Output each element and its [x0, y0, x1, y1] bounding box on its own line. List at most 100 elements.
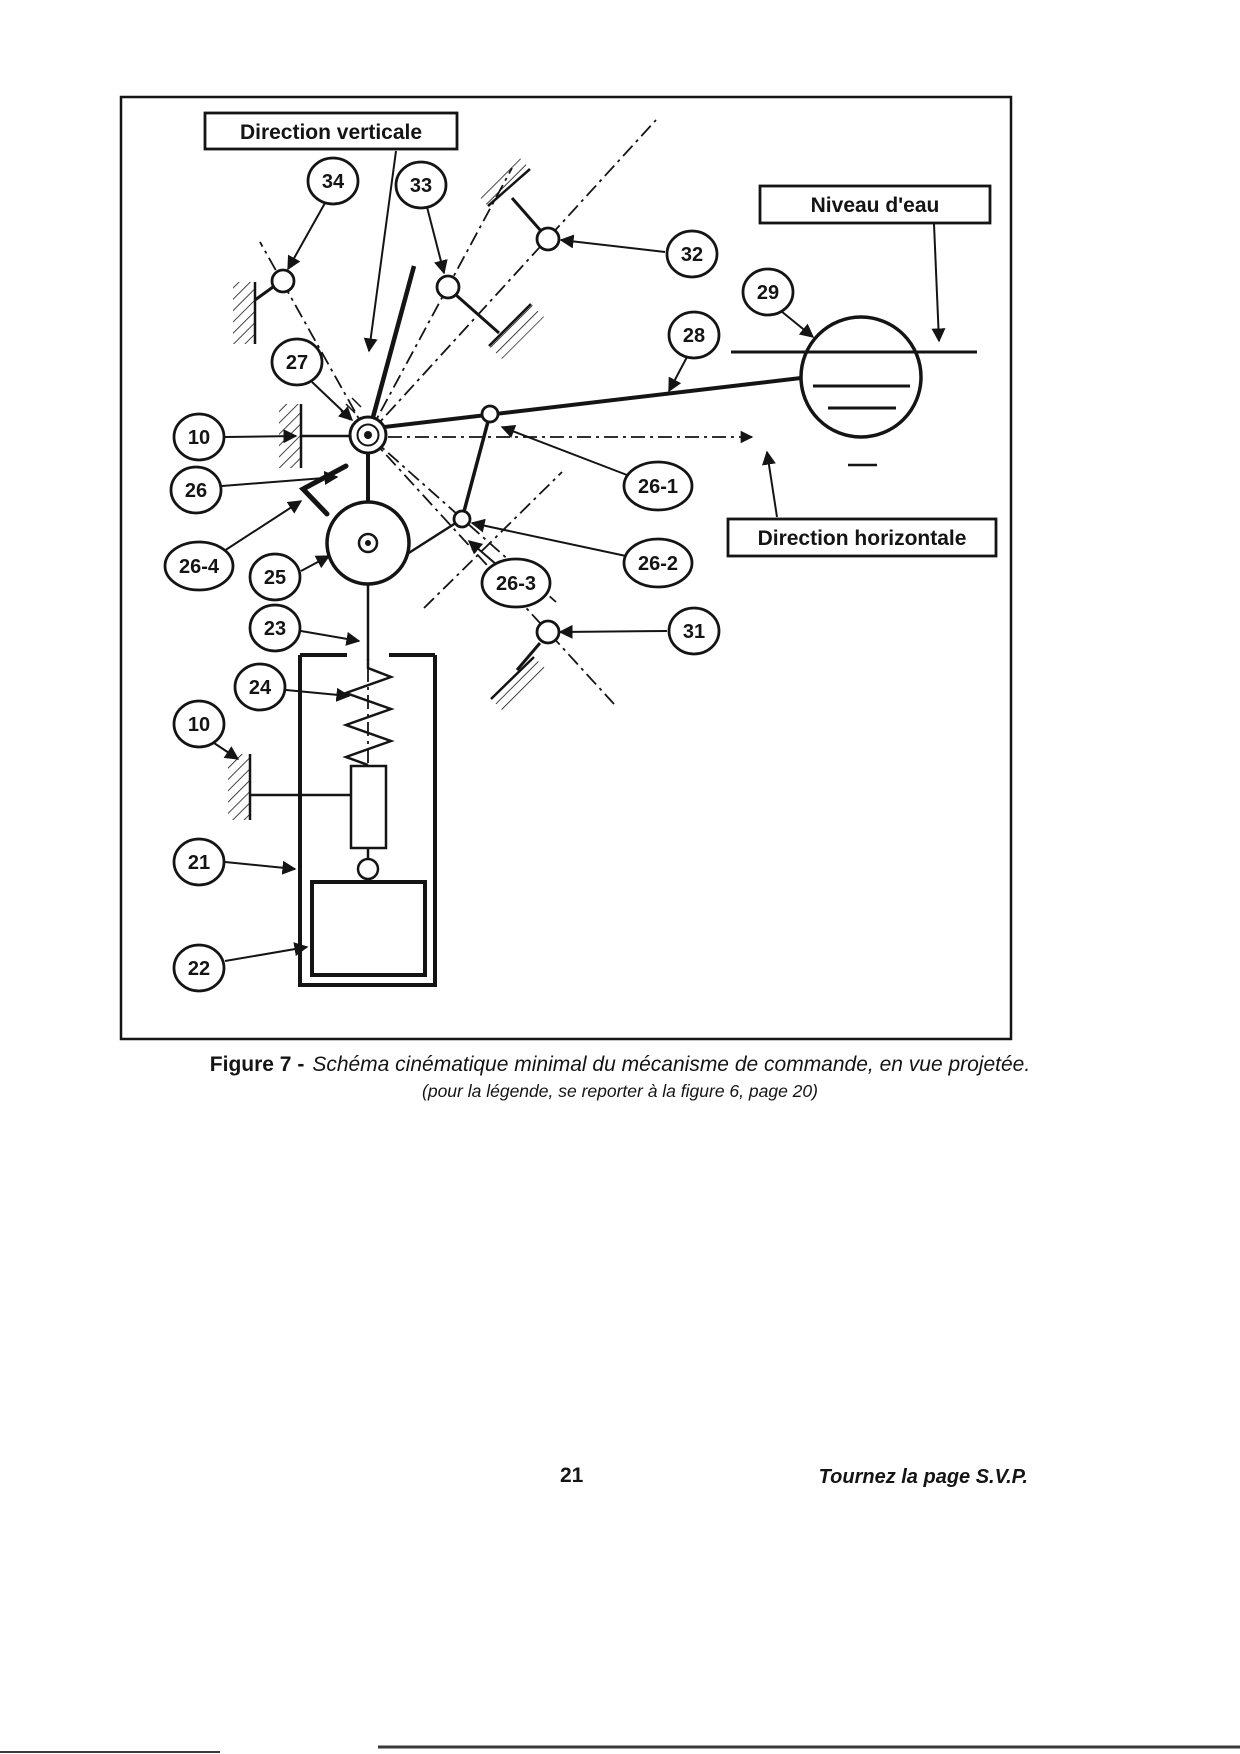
label-boxes: Direction verticale Niveau d'eau Directi… [203, 111, 998, 558]
joint-34 [270, 268, 296, 294]
wall-support-lower-left [228, 754, 252, 820]
callout-label: 27 [286, 352, 308, 374]
figure-caption-title: Schéma cinématique minimal du mécanisme … [312, 1053, 1031, 1076]
leader-26-3 [467, 540, 498, 566]
callout-label: 26 [185, 480, 207, 502]
leader-28 [668, 356, 688, 393]
leader-26 [221, 471, 339, 487]
callout-27: 27 [270, 337, 324, 387]
link-26-lower [403, 517, 463, 558]
leader-23 [300, 630, 361, 646]
callout-label: 31 [683, 621, 705, 643]
joint-26-1 [480, 404, 500, 424]
leader-niveau-eau [931, 223, 946, 343]
callout-31: 31 [667, 606, 721, 656]
float-29 [799, 315, 923, 439]
niveau-eau-box: Niveau d'eau [758, 184, 992, 225]
direction-horizontale-box: Direction horizontale [726, 517, 998, 558]
page-number: 21 [560, 1464, 584, 1487]
callout-26-3: 26-3 [480, 557, 552, 609]
callout-label: 10 [188, 427, 210, 449]
callout-23: 23 [248, 603, 302, 653]
callout-label: 26-1 [638, 476, 678, 498]
leader-34 [287, 202, 326, 271]
joint-33 [435, 274, 461, 300]
callout-28: 28 [667, 310, 721, 360]
direction-verticale-box: Direction verticale [203, 111, 459, 151]
leader-10-upper [224, 429, 298, 444]
direction-verticale-label: Direction verticale [240, 121, 422, 144]
leader-26-1 [500, 424, 628, 476]
leader-33 [426, 206, 448, 275]
callout-24: 24 [233, 662, 287, 712]
tank-assembly [298, 653, 437, 987]
leader-31 [558, 624, 668, 639]
callout-26: 26 [169, 465, 223, 515]
direction-horizontale-label: Direction horizontale [758, 527, 967, 550]
callout-25: 25 [248, 552, 302, 602]
callouts: 34 33 32 29 28 27 10 26 26-1 26-4 25 26-… [163, 156, 795, 993]
centerline-cross [423, 471, 563, 609]
callout-label: 23 [264, 618, 286, 640]
leader-29 [780, 310, 815, 338]
callout-33: 33 [394, 160, 448, 210]
wall-support-33 [488, 303, 544, 359]
joint-32 [535, 226, 561, 252]
niveau-eau-label: Niveau d'eau [811, 194, 940, 217]
callout-label: 34 [322, 171, 345, 193]
centerline-upright-1 [367, 167, 513, 436]
callout-26-2: 26-2 [622, 537, 694, 589]
leader-32 [559, 234, 666, 253]
callout-label: 32 [681, 244, 703, 266]
callout-label: 21 [188, 852, 210, 874]
leader-26-2 [470, 518, 627, 557]
leader-27 [311, 381, 354, 421]
figure-caption-number: Figure 7 - [209, 1053, 305, 1076]
wall-support-32 [476, 156, 531, 207]
figure-caption: Figure 7 - Schéma cinématique minimal du … [0, 1052, 1240, 1103]
callout-label: 26-4 [179, 556, 220, 578]
callout-label: 26-3 [496, 573, 536, 595]
float-rod [375, 376, 802, 430]
leader-22 [224, 942, 309, 962]
joint-32-link [510, 197, 543, 232]
callout-26-1: 26-1 [622, 460, 694, 512]
joints [270, 226, 561, 645]
joint-31 [535, 619, 561, 645]
callout-22: 22 [172, 943, 226, 993]
leader-21 [224, 860, 297, 875]
wall-support-31 [490, 656, 546, 711]
callout-21: 21 [172, 837, 226, 887]
centerline-upright-2 [367, 119, 657, 436]
joint-34-link [254, 285, 274, 302]
callout-29: 29 [741, 267, 795, 317]
leader-25 [300, 555, 331, 572]
joint-33-link [455, 293, 500, 335]
damper [349, 764, 388, 850]
leader-24 [285, 687, 351, 702]
fixed-supports [228, 156, 546, 820]
spring-24 [342, 659, 395, 767]
callout-label: 24 [249, 677, 272, 699]
callout-label: 29 [757, 282, 779, 304]
joint-26-2 [452, 509, 472, 529]
callout-label: 33 [410, 175, 432, 197]
leader-10-lower [213, 742, 240, 760]
joint-weight [356, 857, 380, 881]
callout-label: 25 [264, 567, 286, 589]
callout-10-upper: 10 [172, 412, 226, 462]
leader-direction-horizontale [761, 450, 778, 518]
pulley-25 [325, 500, 411, 586]
link-26-vertical [460, 413, 492, 520]
callout-label: 10 [188, 714, 210, 736]
callout-label: 26-2 [638, 553, 678, 575]
callout-10-lower: 10 [172, 699, 226, 749]
callout-label: 22 [188, 958, 210, 980]
leader-direction-verticale [363, 150, 397, 353]
callout-34: 34 [306, 156, 360, 206]
leader-lines [213, 150, 946, 962]
figure-caption-subtitle: (pour la légende, se reporter à la figur… [422, 1081, 818, 1102]
joint-31-link [515, 642, 542, 671]
